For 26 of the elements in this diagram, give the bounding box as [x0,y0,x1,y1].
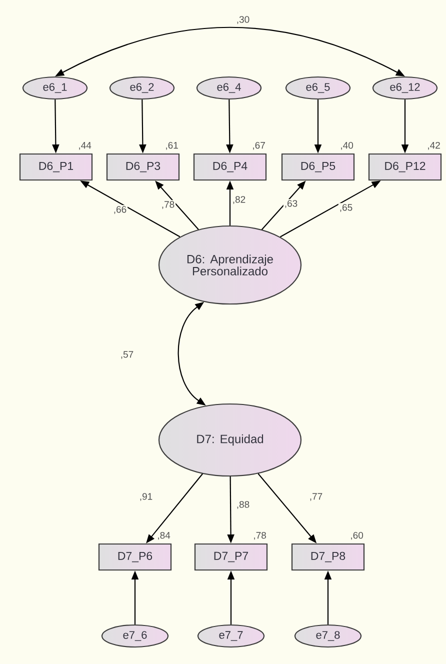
observed-box: D7_P7 [194,543,268,571]
variance-label: ,67 [253,142,265,150]
observed-box: D7_P8 [291,543,365,571]
variance-label: ,44 [79,142,92,150]
observed-box: D6_P5 [281,153,355,181]
edge-label: ,57 [119,350,135,360]
variance-label: ,84 [158,532,170,540]
variance-label: ,61 [166,142,178,150]
edge-label: ,78 [160,200,176,210]
observed-box: D6_P1 [19,153,93,181]
observed-box: D6_P4 [193,153,267,181]
edge-label: ,91 [138,492,154,502]
observed-box: D6_P3 [106,153,180,181]
variance-label: ,42 [428,142,440,150]
variance-label: ,78 [254,532,266,540]
edge-label: ,88 [235,500,251,510]
edge-label: ,65 [338,203,354,213]
observed-box: D7_P6 [98,543,172,571]
edge-label: ,82 [231,195,247,205]
observed-box: D6_P12 [368,153,442,181]
edge-label: ,66 [112,205,128,215]
variance-label: ,60 [351,532,364,540]
edge-label: ,63 [283,199,299,209]
edge-label: ,77 [308,492,324,502]
edge-label: ,30 [235,15,251,25]
variance-label: ,40 [341,142,354,150]
